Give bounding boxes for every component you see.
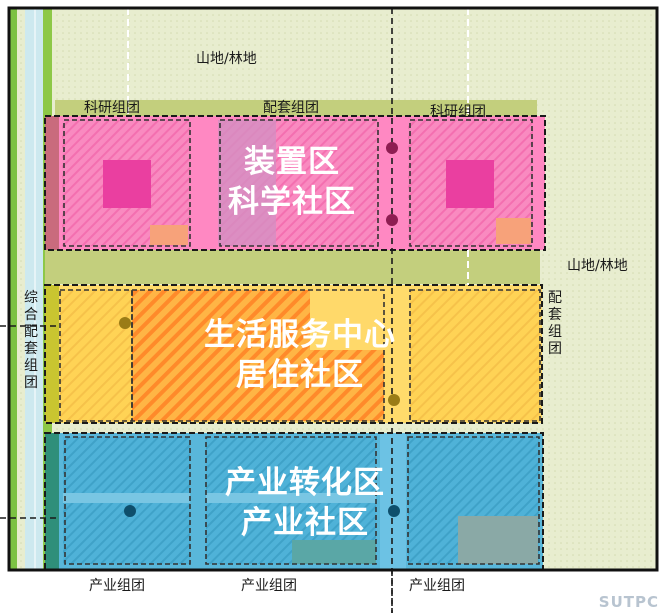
station-dot [386, 142, 398, 154]
station-dot [124, 505, 136, 517]
living-zone-title: 生活服务中心 居住社区 [180, 315, 420, 395]
station-dot [388, 394, 400, 406]
station-dot [388, 505, 400, 517]
green-belt-mid [45, 250, 540, 284]
left-blue-strip [25, 8, 43, 570]
sutpc-watermark: SUTPC [598, 593, 659, 611]
industry-group-label-1: 产业组团 [89, 578, 145, 594]
station-dot [119, 317, 131, 329]
science-zone-line1: 装置区 [244, 144, 340, 180]
industry-zone-line1: 产业转化区 [225, 465, 385, 501]
industry-group-label-3: 产业组团 [409, 578, 465, 594]
support-group-label-mid: 配套组团 [263, 100, 319, 116]
green-belt-top [55, 100, 537, 116]
research-group-label-right: 科研组团 [430, 104, 486, 120]
industry-group-label-2: 产业组团 [241, 578, 297, 594]
left-road-strip [9, 8, 17, 570]
support-group-label-right: 配套组团 [548, 290, 562, 357]
living-zone-line1: 生活服务中心 [204, 317, 396, 353]
mountain-label-top: 山地/林地 [196, 51, 257, 67]
mountain-label-right: 山地/林地 [567, 258, 628, 274]
science-zone-title: 装置区 科学社区 [202, 142, 382, 222]
industry-zone-line2: 产业社区 [241, 505, 369, 541]
site-boundary [7, 6, 659, 572]
living-zone-line2: 居住社区 [236, 357, 364, 393]
science-zone-line2: 科学社区 [228, 184, 356, 220]
integrated-support-group-label: 综合配套组团 [24, 290, 38, 391]
station-dot [386, 214, 398, 226]
research-group-label-left: 科研组团 [84, 100, 140, 116]
industry-zone-title: 产业转化区 产业社区 [190, 463, 420, 543]
